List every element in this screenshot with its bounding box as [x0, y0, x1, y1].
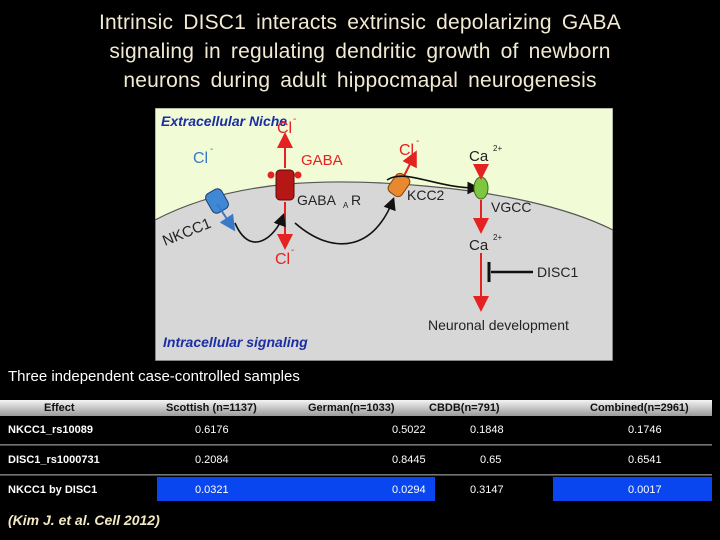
cell-german: 0.5022 [392, 424, 426, 436]
kcc2-label: KCC2 [407, 187, 445, 203]
signaling-diagram: Extracellular Niche Intracellular signal… [155, 108, 613, 361]
kcc2-cl-charge: - [416, 136, 419, 147]
cell-scottish: 0.0321 [195, 484, 229, 496]
vgcc-ca-bottom: Ca [469, 237, 489, 254]
vgcc-ca-bottom-charge: 2+ [493, 233, 502, 242]
neuronal-development-label: Neuronal development [428, 317, 569, 333]
row-effect: NKCC1 by DISC1 [8, 484, 97, 496]
row-effect: DISC1_rs1000731 [8, 454, 100, 466]
cell-cbdb: 0.65 [480, 454, 501, 466]
gabaar-r-label: R [351, 192, 361, 208]
cell-cbdb: 0.3147 [470, 484, 504, 496]
citation: (Kim J. et al. Cell 2012) [8, 512, 160, 528]
cell-scottish: 0.6176 [195, 424, 229, 436]
header-scottish: Scottish (n=1137) [166, 402, 257, 414]
table-row: NKCC1 by DISC1 0.0321 0.0294 0.3147 0.00… [0, 476, 712, 504]
kcc2-cl-label: Cl [399, 142, 414, 159]
gabaar-label: GABA [297, 192, 337, 208]
header-effect: Effect [44, 402, 75, 414]
header-combined: Combined(n=2961) [590, 402, 689, 414]
gabaar-cl-bottom-charge: - [291, 245, 294, 256]
cell-scottish: 0.2084 [195, 454, 229, 466]
gabaar-cl-top: Cl [277, 120, 292, 137]
cell-combined: 0.0017 [628, 484, 662, 496]
vgcc-label: VGCC [491, 199, 531, 215]
row-effect: NKCC1_rs10089 [8, 424, 93, 436]
vgcc-ca-top: Ca [469, 148, 489, 165]
disc1-label: DISC1 [537, 264, 578, 280]
cell-cbdb: 0.1848 [470, 424, 504, 436]
title-line-2: signaling in regulating dendritic growth… [0, 37, 720, 66]
extracellular-label: Extracellular Niche [161, 113, 287, 129]
cell-combined: 0.6541 [628, 454, 662, 466]
title-line-1: Intrinsic DISC1 interacts extrinsic depo… [0, 8, 720, 37]
gabaar-cl-top-charge: - [293, 114, 296, 125]
cell-combined: 0.1746 [628, 424, 662, 436]
nkcc1-cl-charge: - [210, 144, 213, 155]
gabaar-subscript: A [343, 201, 349, 210]
table-row: DISC1_rs1000731 0.2084 0.8445 0.65 0.654… [0, 446, 712, 474]
gaba-label: GABA [301, 152, 343, 169]
slide-title: Intrinsic DISC1 interacts extrinsic depo… [0, 8, 720, 95]
cell-german: 0.0294 [392, 484, 426, 496]
association-table: Effect Scottish (n=1137) German(n=1033) … [0, 400, 712, 504]
samples-subtitle: Three independent case-controlled sample… [8, 368, 300, 385]
intracellular-label: Intracellular signaling [163, 334, 308, 350]
nkcc1-cl-label: Cl [193, 150, 208, 167]
cell-german: 0.8445 [392, 454, 426, 466]
gabaar-cl-bottom: Cl [275, 251, 290, 268]
table-header: Effect Scottish (n=1137) German(n=1033) … [0, 400, 712, 416]
vgcc-ca-top-charge: 2+ [493, 144, 502, 153]
title-line-3: neurons during adult hippocmapal neuroge… [0, 66, 720, 95]
header-cbdb: CBDB(n=791) [429, 402, 500, 414]
header-german: German(n=1033) [308, 402, 395, 414]
table-row: NKCC1_rs10089 0.6176 0.5022 0.1848 0.174… [0, 416, 712, 444]
